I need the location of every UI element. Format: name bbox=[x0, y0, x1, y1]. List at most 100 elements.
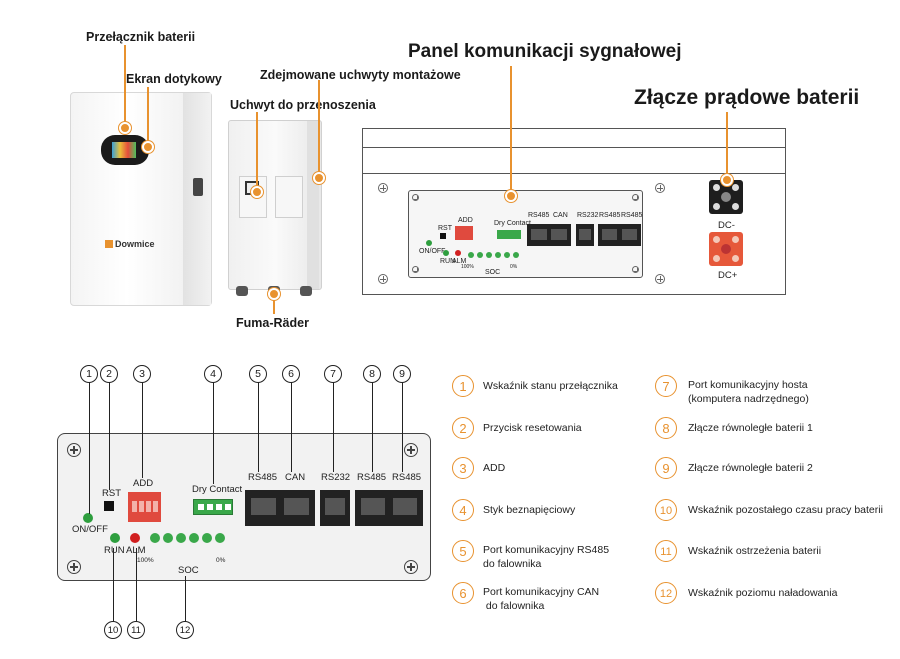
bp-run-led bbox=[110, 533, 120, 543]
rear-panel-band1 bbox=[363, 129, 785, 148]
sp-reset-button bbox=[440, 233, 446, 239]
big-screw-tr bbox=[404, 443, 418, 457]
sp-pct0: 0% bbox=[510, 264, 518, 270]
callout-10: 10 bbox=[104, 621, 122, 639]
legend-num-8: 8 bbox=[655, 417, 677, 439]
bp-port-rs485-can bbox=[245, 490, 315, 526]
callout-2: 2 bbox=[100, 365, 118, 383]
sp-port-label-4: RS485 bbox=[599, 212, 621, 219]
callout-dot-mount bbox=[313, 172, 325, 184]
sp-alm-led bbox=[455, 250, 461, 256]
screen-display bbox=[112, 142, 136, 158]
legend-text-12: Wskaźnik poziomu naładowania bbox=[688, 587, 838, 599]
label-battery-switch: Przełącznik baterii bbox=[86, 30, 196, 44]
brand-name: Dowmice bbox=[115, 239, 155, 249]
sp-soc-label: SOC bbox=[485, 269, 501, 276]
legend-text-8: Złącze równoległe baterii 1 bbox=[688, 422, 813, 434]
bp-port-rs232 bbox=[320, 490, 350, 526]
dc-positive-label: DC+ bbox=[718, 270, 738, 281]
bp-dry-label: Dry Contact bbox=[192, 484, 243, 495]
legend-num-1: 1 bbox=[452, 375, 474, 397]
sp-soc-led-4 bbox=[495, 252, 501, 258]
mount-bracket-right bbox=[275, 176, 303, 218]
legend-text-7a: Port komunikacyjny hosta bbox=[688, 379, 808, 391]
dc-negative-label: DC- bbox=[718, 220, 735, 231]
bp-port-parallel bbox=[355, 490, 423, 526]
callout-1: 1 bbox=[80, 365, 98, 383]
side-rail bbox=[307, 121, 319, 289]
touch-screen bbox=[101, 135, 149, 165]
callout-6: 6 bbox=[282, 365, 300, 383]
sp-soc-led-2 bbox=[477, 252, 483, 258]
bp-onoff-led bbox=[83, 513, 93, 523]
callout-4: 4 bbox=[204, 365, 222, 383]
callout-12: 12 bbox=[176, 621, 194, 639]
sp-rst-label: RST bbox=[438, 225, 452, 232]
legend-text-5b: do falownika bbox=[483, 558, 542, 570]
panel-screw-br bbox=[655, 274, 665, 284]
legend-num-2: 2 bbox=[452, 417, 474, 439]
sp-add-label: ADD bbox=[458, 217, 473, 224]
sp-port-rs232 bbox=[576, 224, 594, 246]
bp-port-label-2: CAN bbox=[285, 472, 306, 483]
callout-dot-screen bbox=[142, 141, 154, 153]
bp-port-label-4: RS485 bbox=[357, 472, 387, 483]
sp-soc-led-3 bbox=[486, 252, 492, 258]
bp-onoff-label: ON/OFF bbox=[72, 524, 108, 535]
legend-text-7b: (komputera nadrzędnego) bbox=[688, 393, 809, 405]
sp-port-label-5: RS485 bbox=[621, 212, 643, 219]
brand-mark-icon bbox=[105, 240, 113, 248]
legend-text-10: Wskaźnik pozostałego czasu pracy baterii bbox=[688, 504, 883, 516]
legend-num-12: 12 bbox=[655, 582, 677, 604]
legend-text-1: Wskaźnik stanu przełącznika bbox=[483, 380, 618, 392]
sp-run-label: RUN bbox=[440, 258, 456, 265]
bp-add-label: ADD bbox=[133, 478, 154, 489]
bp-soc-led-1 bbox=[150, 533, 160, 543]
bp-reset-button bbox=[104, 501, 114, 511]
sp-port-label-1: RS485 bbox=[528, 212, 550, 219]
legend-num-7: 7 bbox=[655, 375, 677, 397]
bp-soc-led-3 bbox=[176, 533, 186, 543]
panel-screw-tl bbox=[378, 183, 388, 193]
sp-onoff-label: ON/OFF bbox=[419, 248, 446, 255]
rear-panel-band2 bbox=[363, 148, 785, 174]
legend-text-9: Złącze równoległe baterii 2 bbox=[688, 462, 813, 474]
sp-port-rs485-can bbox=[527, 224, 571, 246]
callout-11: 11 bbox=[127, 621, 145, 639]
sp-pct100: 100% bbox=[461, 264, 474, 270]
battery-side-panel bbox=[183, 93, 211, 305]
brand-logo: Dowmice bbox=[105, 239, 155, 249]
bp-pct100: 100% bbox=[137, 557, 154, 564]
bp-rst-label: RST bbox=[102, 488, 121, 499]
callout-dot-power bbox=[721, 174, 733, 186]
bp-port-label-1: RS485 bbox=[248, 472, 278, 483]
big-screw-tl bbox=[67, 443, 81, 457]
legend-num-4: 4 bbox=[452, 499, 474, 521]
callout-5: 5 bbox=[249, 365, 267, 383]
bp-pct0: 0% bbox=[216, 557, 226, 564]
legend-text-4: Styk beznapięciowy bbox=[483, 504, 576, 516]
label-power-connector: Złącze prądowe baterii bbox=[634, 86, 860, 109]
bp-port-label-5: RS485 bbox=[392, 472, 422, 483]
battery-front-unit: Dowmice bbox=[70, 92, 212, 306]
callout-dot-handle bbox=[251, 186, 263, 198]
bp-soc-led-5 bbox=[202, 533, 212, 543]
sp-dry-contact bbox=[497, 230, 521, 239]
sp-run-led bbox=[443, 250, 449, 256]
bp-soc-led-4 bbox=[189, 533, 199, 543]
sp-port-label-3: RS232 bbox=[577, 212, 599, 219]
sp-soc-led-5 bbox=[504, 252, 510, 258]
sp-dip-switch bbox=[455, 226, 473, 240]
bp-alm-led bbox=[130, 533, 140, 543]
callout-dot-wheels bbox=[268, 288, 280, 300]
bp-soc-led-6 bbox=[215, 533, 225, 543]
legend-num-9: 9 bbox=[655, 457, 677, 479]
sp-soc-led-6 bbox=[513, 252, 519, 258]
label-mounting-brackets: Zdejmowane uchwyty montażowe bbox=[260, 68, 461, 82]
side-handle bbox=[193, 178, 203, 196]
battery-back-unit bbox=[228, 120, 322, 290]
bp-run-label: RUN bbox=[104, 545, 125, 556]
bp-soc-label: SOC bbox=[178, 565, 199, 576]
bp-dip-switch bbox=[128, 492, 161, 522]
label-carry-handle: Uchwyt do przenoszenia bbox=[230, 98, 376, 112]
